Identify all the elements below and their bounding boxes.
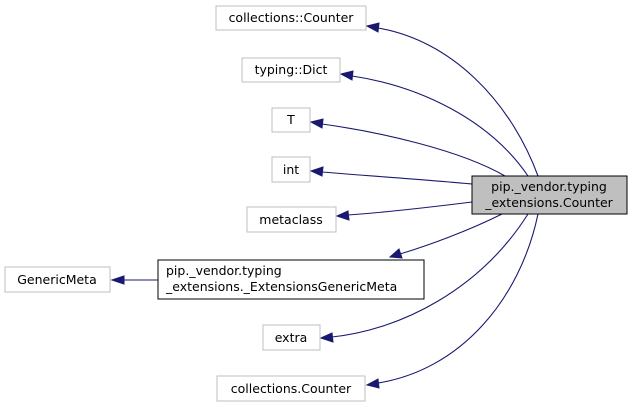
- arrowhead-extra: [319, 332, 334, 343]
- node-label-line-1: pip._vendor.typing: [166, 263, 282, 278]
- edges: [110, 22, 539, 389]
- arrowhead-metaclass: [335, 210, 350, 221]
- arrowhead-extensions-generic-meta: [388, 248, 403, 259]
- edge-focus-to-int: [321, 171, 473, 185]
- node-int[interactable]: int: [271, 156, 311, 183]
- node-label: collections.Counter: [231, 381, 352, 396]
- node-label: typing::Dict: [255, 62, 328, 77]
- node-focus-counter[interactable]: pip._vendor.typing _extensions.Counter: [471, 175, 628, 215]
- edge-focus-to-collections-counter-ns: [377, 27, 539, 177]
- node-label: GenericMeta: [17, 272, 97, 287]
- node-label-line-2: _extensions.Counter: [484, 195, 613, 210]
- edge-focus-to-t: [321, 123, 506, 177]
- edge-focus-to-extensions-generic-meta: [399, 213, 503, 255]
- node-label-line-1: pip._vendor.typing: [491, 179, 607, 194]
- arrowhead-t: [309, 118, 324, 129]
- edge-focus-to-extra: [331, 213, 529, 338]
- node-collections-counter-ns[interactable]: collections::Counter: [215, 5, 367, 31]
- arrowhead-generic-meta: [110, 275, 125, 285]
- node-metaclass[interactable]: metaclass: [246, 206, 337, 233]
- arrowhead-typing-dict: [339, 70, 354, 81]
- node-label: int: [283, 162, 299, 177]
- node-label-line-2: _extensions._ExtensionsGenericMeta: [165, 279, 397, 294]
- node-generic-meta[interactable]: GenericMeta: [4, 266, 111, 293]
- arrowhead-int: [309, 166, 324, 177]
- arrowhead-collections-counter-ns: [365, 22, 380, 33]
- node-typing-dict[interactable]: typing::Dict: [241, 57, 341, 83]
- edge-focus-to-collections-counter: [377, 213, 539, 384]
- node-collections-counter[interactable]: collections.Counter: [216, 375, 366, 402]
- node-label: T: [286, 112, 295, 127]
- node-extensions-generic-meta[interactable]: pip._vendor.typing _extensions._Extensio…: [157, 259, 425, 300]
- node-extra[interactable]: extra: [262, 324, 321, 351]
- arrowhead-collections-counter: [365, 378, 380, 389]
- edge-focus-to-typing-dict: [351, 75, 529, 177]
- node-label: collections::Counter: [229, 10, 355, 25]
- node-label: extra: [275, 330, 308, 345]
- node-t[interactable]: T: [271, 107, 311, 133]
- edge-focus-to-metaclass: [347, 201, 473, 216]
- node-label: metaclass: [259, 212, 322, 227]
